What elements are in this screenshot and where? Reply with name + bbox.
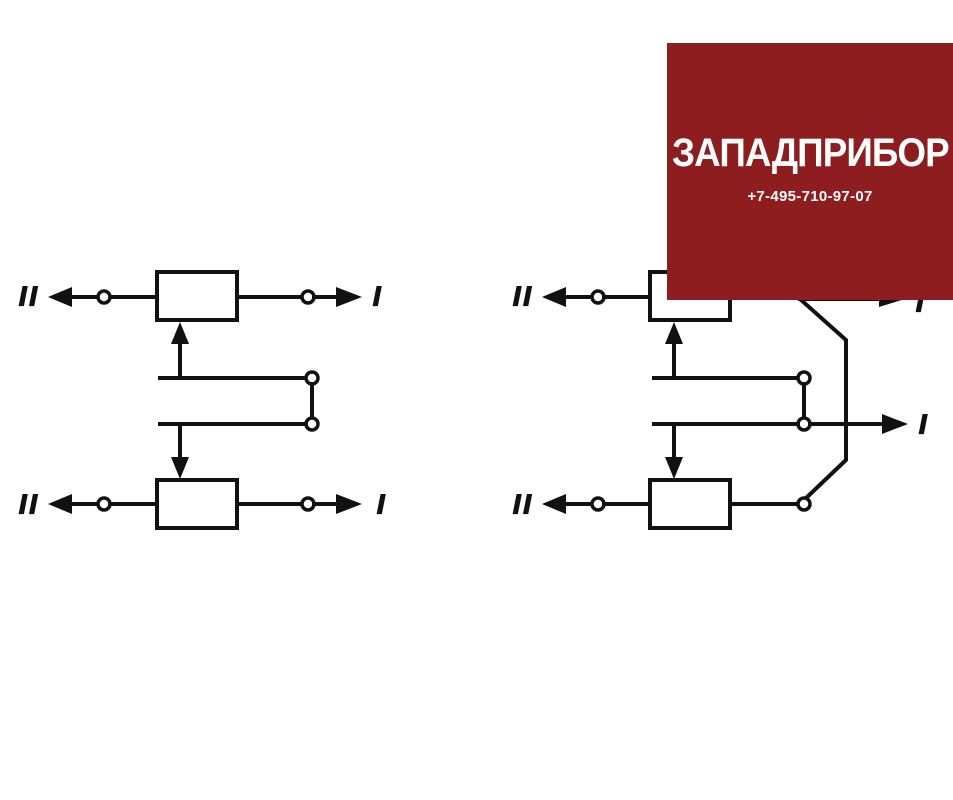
arrow-down: [171, 457, 189, 479]
port-label-i: I: [376, 488, 386, 521]
port-label-i: I: [918, 408, 928, 441]
terminal-node: [796, 496, 812, 512]
arrow-top-right: [336, 287, 362, 307]
port-label-ii: II: [512, 280, 533, 313]
brand-phone: +7-495-710-97-07: [747, 187, 873, 205]
relay-block-top: [155, 270, 239, 322]
arrow-top-left: [48, 287, 72, 307]
right-diagram: II I I: [512, 270, 928, 530]
port-label-ii: II: [18, 488, 39, 521]
arrow-bottom-left: [48, 494, 72, 514]
port-label-ii: II: [512, 488, 533, 521]
left-diagram: II I II I: [18, 270, 386, 530]
brand-logo-text: ЗАПАДПРИБОР: [671, 130, 950, 175]
arrow-bottom-right: [336, 494, 362, 514]
arrow-top-left: [542, 287, 566, 307]
relay-block-bottom: [155, 478, 239, 530]
arrow-up: [171, 322, 189, 344]
port-label-i: I: [915, 286, 925, 319]
brand-panel: ЗАПАДПРИБОР +7-495-710-97-07: [667, 43, 953, 300]
relay-block-bottom: [648, 478, 732, 530]
arrow-mid-right: [882, 414, 908, 434]
wire-output-bus: [797, 296, 848, 503]
arrow-up: [665, 322, 683, 344]
arrow-down: [665, 457, 683, 479]
port-label-ii: II: [18, 280, 39, 313]
port-label-i: I: [372, 280, 382, 313]
terminal-node: [96, 289, 112, 305]
arrow-bottom-left: [542, 494, 566, 514]
